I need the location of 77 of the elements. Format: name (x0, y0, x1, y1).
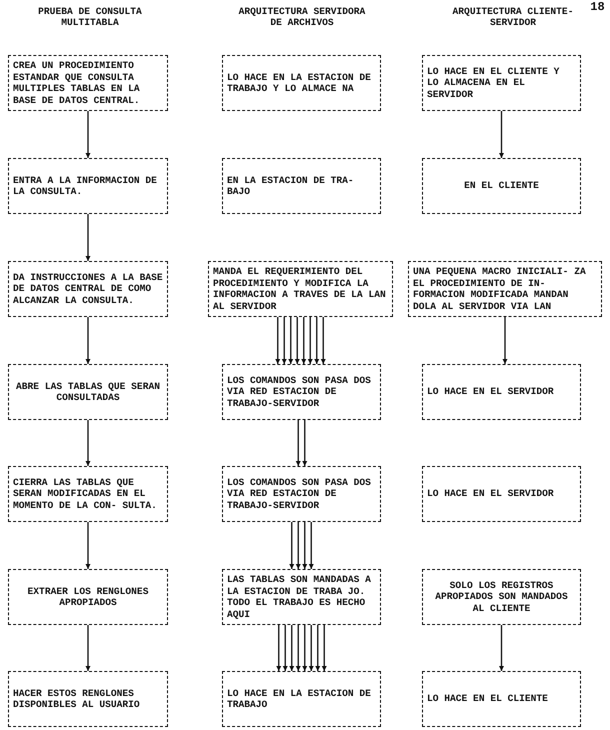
arrow (320, 317, 326, 364)
process-box (408, 261, 602, 317)
arrow (282, 317, 287, 364)
arrow (322, 625, 327, 671)
step-text: CREA UN PROCEDIMIENTO ESTANDAR QUE CONSULTA MULTIPLES TABLAS EN LA BASE DE DATOS CENTRAL. (13, 60, 141, 106)
step-text: LAS TABLAS SON MANDADAS A LA ESTACION DE TRABA JO. TODO EL TRABAJO ES HECHO AQUI (227, 574, 372, 620)
step-text: ENTRA A LA INFORMACION DE LA CONSULTA. (13, 174, 158, 198)
process-box (8, 261, 168, 317)
step-text: LO HACE EN EL SERVIDOR (427, 386, 555, 398)
process-box (8, 55, 168, 111)
process-box (8, 569, 168, 625)
process-box (222, 466, 381, 522)
arrow (86, 625, 90, 671)
arrow (296, 625, 301, 671)
arrow (499, 625, 504, 671)
arrow (86, 111, 90, 158)
process-box (422, 569, 581, 625)
step-text: MANDA EL REQUERIMIENTO DEL PROCEDIMIENTO Y MODIFICA LA INFORMACION A TRAVES DE LA LAN AL SERVIDOR (213, 266, 387, 312)
arrow (308, 522, 314, 569)
process-box (422, 55, 581, 111)
arrow (86, 522, 90, 569)
process-box (8, 671, 168, 727)
arrow (499, 111, 504, 158)
step-text: UNA PEQUENA MACRO INICIALI- ZA EL PROCEDIMIENTO DE IN- FORMACION MODIFICADA MANDAN DOLA AL SERVIDOR VIA LAN (413, 266, 587, 312)
process-box (422, 158, 581, 214)
step-text: LO HACE EN EL CLIENTE (427, 693, 549, 705)
arrow (294, 317, 300, 364)
process-box (222, 569, 381, 625)
page-number: 18 (589, 2, 606, 13)
step-text: LO HACE EN EL CLIENTE Y LO ALMACENA EN EL SERVIDOR (427, 66, 560, 100)
step-text: LO HACE EN LA ESTACION DE TRABAJO (227, 688, 372, 710)
column-heading: ARQUITECTURA CLIENTE-SERVIDOR (452, 6, 574, 28)
process-box (422, 364, 581, 420)
process-box (8, 466, 168, 522)
process-box (208, 261, 393, 317)
arrow (315, 625, 320, 671)
step-text: CIERRA LAS TABLAS QUE SERAN MODIFICADAS EN EL MOMENTO DE LA CON- SULTA. (13, 476, 158, 512)
arrow (502, 317, 508, 364)
arrow (282, 625, 288, 671)
step-text: DA INSTRUCCIONES A LA BASE DE DATOS CENTRAL DE COMO ALCANZAR LA CONSULTA. (13, 272, 163, 306)
process-box (222, 671, 381, 727)
column-heading: PRUEBA DE CONSULTA MULTITABLA (37, 6, 143, 28)
step-text: ABRE LAS TABLAS QUE SERAN CONSULTADAS (15, 380, 161, 404)
step-text: EN LA ESTACION DE TRA- BAJO (227, 174, 355, 198)
arrow (86, 420, 90, 466)
step-text: HACER ESTOS RENGLONES DISPONIBLES AL USUARIO (13, 688, 141, 710)
process-box (222, 158, 381, 214)
arrow (296, 420, 301, 466)
process-box (422, 671, 581, 727)
step-text: SOLO LOS REGISTROS APROPIADOS SON MANDADOS AL CLIENTE (434, 580, 569, 614)
arrow (301, 317, 306, 364)
step-text: LO HACE EN EL SERVIDOR (427, 488, 555, 500)
arrow (289, 625, 294, 671)
column-heading: ARQUITECTURA SERVIDORA DE ARCHIVOS (238, 6, 366, 28)
step-text: EXTRAER LOS RENGLONES APROPIADOS (26, 586, 150, 608)
arrow (308, 625, 314, 671)
process-box (222, 55, 381, 111)
arrow (288, 317, 294, 364)
arrow (86, 214, 90, 261)
step-text: LO HACE EN LA ESTACION DE TRABAJO Y LO ALMACE NA (227, 72, 372, 94)
arrow (302, 420, 308, 466)
arrow (86, 317, 90, 364)
step-text: LOS COMANDOS SON PASA DOS VIA RED ESTACION DE TRABAJO-SERVIDOR (227, 374, 372, 410)
arrow (275, 317, 280, 364)
process-box (8, 158, 168, 214)
arrow (276, 625, 282, 671)
arrow (302, 625, 308, 671)
arrow (314, 317, 320, 364)
process-box (422, 466, 581, 522)
step-text: EN EL CLIENTE (463, 180, 540, 192)
step-text: LOS COMANDOS SON PASA DOS VIA RED ESTACION DE TRABAJO-SERVIDOR (227, 476, 372, 512)
arrow (302, 522, 308, 569)
arrow (289, 522, 294, 569)
arrow (308, 317, 313, 364)
process-box (222, 364, 381, 420)
process-box (8, 364, 168, 420)
arrow (296, 522, 301, 569)
